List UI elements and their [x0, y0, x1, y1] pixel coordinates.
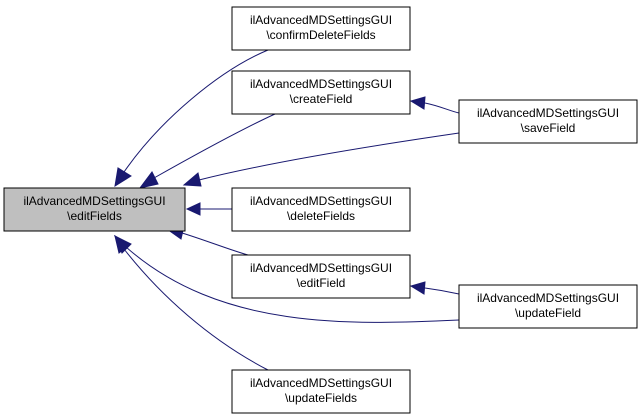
node-box[interactable] [458, 284, 638, 329]
node-class-label: ilAdvancedMDSettingsGUI [250, 376, 392, 390]
edge-line [181, 232, 249, 256]
arrow-head-icon [409, 281, 426, 295]
node-box[interactable] [231, 187, 411, 232]
edge-updateFields-to-editFields [114, 234, 269, 371]
node-method-label: \updateField [515, 306, 581, 320]
arrow-head-icon [114, 167, 132, 188]
node-class-label: ilAdvancedMDSettingsGUI [250, 261, 392, 275]
node-updateField[interactable]: ilAdvancedMDSettingsGUI\updateField [458, 284, 638, 329]
node-box[interactable] [3, 187, 186, 232]
node-method-label: \deleteFields [287, 209, 355, 223]
node-deleteFields[interactable]: ilAdvancedMDSettingsGUI\deleteFields [231, 187, 411, 232]
node-box[interactable] [231, 254, 411, 299]
node-method-label: \editFields [67, 209, 122, 223]
edge-saveField-to-createField [409, 96, 460, 114]
arrow-head-icon [182, 172, 202, 187]
node-box[interactable] [458, 99, 638, 144]
node-method-label: \confirmDeleteFields [266, 28, 375, 42]
node-class-label: ilAdvancedMDSettingsGUI [250, 13, 392, 27]
node-method-label: \saveField [521, 121, 576, 135]
node-saveField[interactable]: ilAdvancedMDSettingsGUI\saveField [458, 99, 638, 144]
node-box[interactable] [231, 369, 411, 414]
edge-line [424, 287, 460, 295]
arrow-head-icon [185, 202, 201, 216]
arrow-head-icon [138, 171, 159, 189]
node-box[interactable] [231, 6, 411, 51]
arrow-head-icon [114, 234, 130, 254]
edge-saveField-to-editFields [182, 132, 460, 187]
node-method-label: \editField [297, 276, 346, 290]
edge-line [125, 246, 460, 323]
node-createField[interactable]: ilAdvancedMDSettingsGUI\createField [231, 70, 411, 115]
node-box[interactable] [231, 70, 411, 115]
node-class-label: ilAdvancedMDSettingsGUI [250, 194, 392, 208]
edge-createField-to-editFields [138, 113, 276, 189]
node-class-label: ilAdvancedMDSettingsGUI [23, 194, 165, 208]
edge-line [198, 132, 460, 181]
node-method-label: \updateFields [285, 391, 357, 405]
node-class-label: ilAdvancedMDSettingsGUI [477, 106, 619, 120]
edge-line [153, 113, 276, 179]
node-class-label: ilAdvancedMDSettingsGUI [477, 291, 619, 305]
edge-updateField-to-editField [409, 281, 460, 295]
arrow-head-icon [409, 96, 426, 110]
edge-deleteFields-to-editFields [185, 202, 232, 216]
edge-confirmDeleteFields-to-editFields [114, 49, 269, 188]
edge-line [424, 102, 460, 114]
node-confirmDeleteFields[interactable]: ilAdvancedMDSettingsGUI\confirmDeleteFie… [231, 6, 411, 51]
node-updateFields[interactable]: ilAdvancedMDSettingsGUI\updateFields [231, 369, 411, 414]
node-editFields[interactable]: ilAdvancedMDSettingsGUI\editFields [3, 187, 186, 232]
node-method-label: \createField [290, 92, 353, 106]
node-editField[interactable]: ilAdvancedMDSettingsGUI\editField [231, 254, 411, 299]
node-class-label: ilAdvancedMDSettingsGUI [250, 77, 392, 91]
edge-line [123, 248, 269, 371]
edge-line [123, 49, 269, 173]
